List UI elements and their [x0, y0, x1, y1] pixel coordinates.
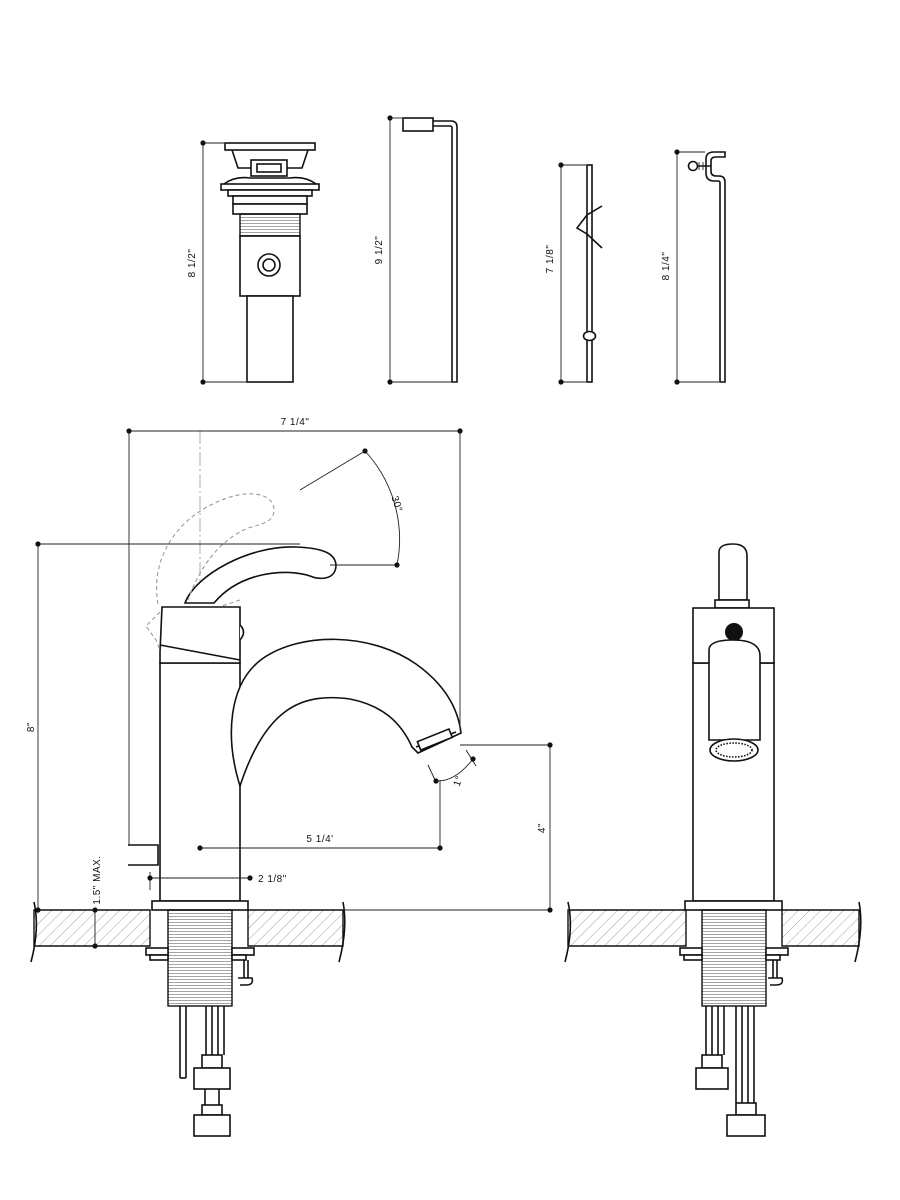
popup-drain-assembly [220, 142, 320, 383]
base-offset-label: 2 1/8" [258, 874, 287, 885]
spout-clearance-label: 4" [537, 823, 548, 833]
lift-rod-height-label: 9 1/2" [374, 236, 385, 265]
spout-reach-dimension: 5 1/4' [197, 780, 443, 851]
lift-rod [402, 117, 458, 383]
deck-thickness-dimension: 1.5" MAX. [92, 855, 103, 949]
handle-cap-dot [725, 623, 743, 641]
overall-reach-dimension: 7 1/4" [126, 417, 463, 845]
handle-rotation-dimension: 30° [299, 448, 405, 568]
under-counter-side [145, 909, 255, 1137]
lift-rod-height-dimension: 9 1/2" [374, 115, 451, 385]
clevis-strap [687, 151, 726, 383]
pivot-rod [575, 164, 603, 383]
overall-reach-label: 7 1/4" [281, 417, 310, 428]
pivot-rod-height-label: 7 1/8" [545, 245, 556, 274]
under-counter-front [679, 909, 789, 1137]
spout-reach-label: 5 1/4' [306, 834, 333, 845]
drain-height-label: 8 1/2" [187, 249, 198, 278]
clevis-strap-height-dimension: 8 1/4" [661, 149, 719, 385]
aerator-angle-dimension: 1° [427, 749, 477, 788]
drain-height-dimension: 8 1/2" [187, 140, 246, 385]
countertop-section-side [30, 901, 550, 963]
faucet-front-view [684, 543, 783, 911]
countertop-section-front [564, 901, 862, 963]
pivot-rod-height-dimension: 7 1/8" [545, 162, 586, 385]
clevis-strap-height-label: 8 1/4" [661, 252, 672, 281]
spout-clearance-dimension: 4" [460, 742, 553, 913]
deck-thickness-label: 1.5" MAX. [92, 855, 103, 904]
overall-height-label: 8" [26, 722, 37, 732]
overall-height-dimension: 8" [26, 541, 300, 913]
base-offset-dimension: 2 1/8" [147, 872, 286, 890]
handle-rotation-label: 30° [389, 495, 405, 514]
faucet-side-view [128, 430, 462, 911]
aerator-angle-label: 1° [452, 774, 466, 788]
